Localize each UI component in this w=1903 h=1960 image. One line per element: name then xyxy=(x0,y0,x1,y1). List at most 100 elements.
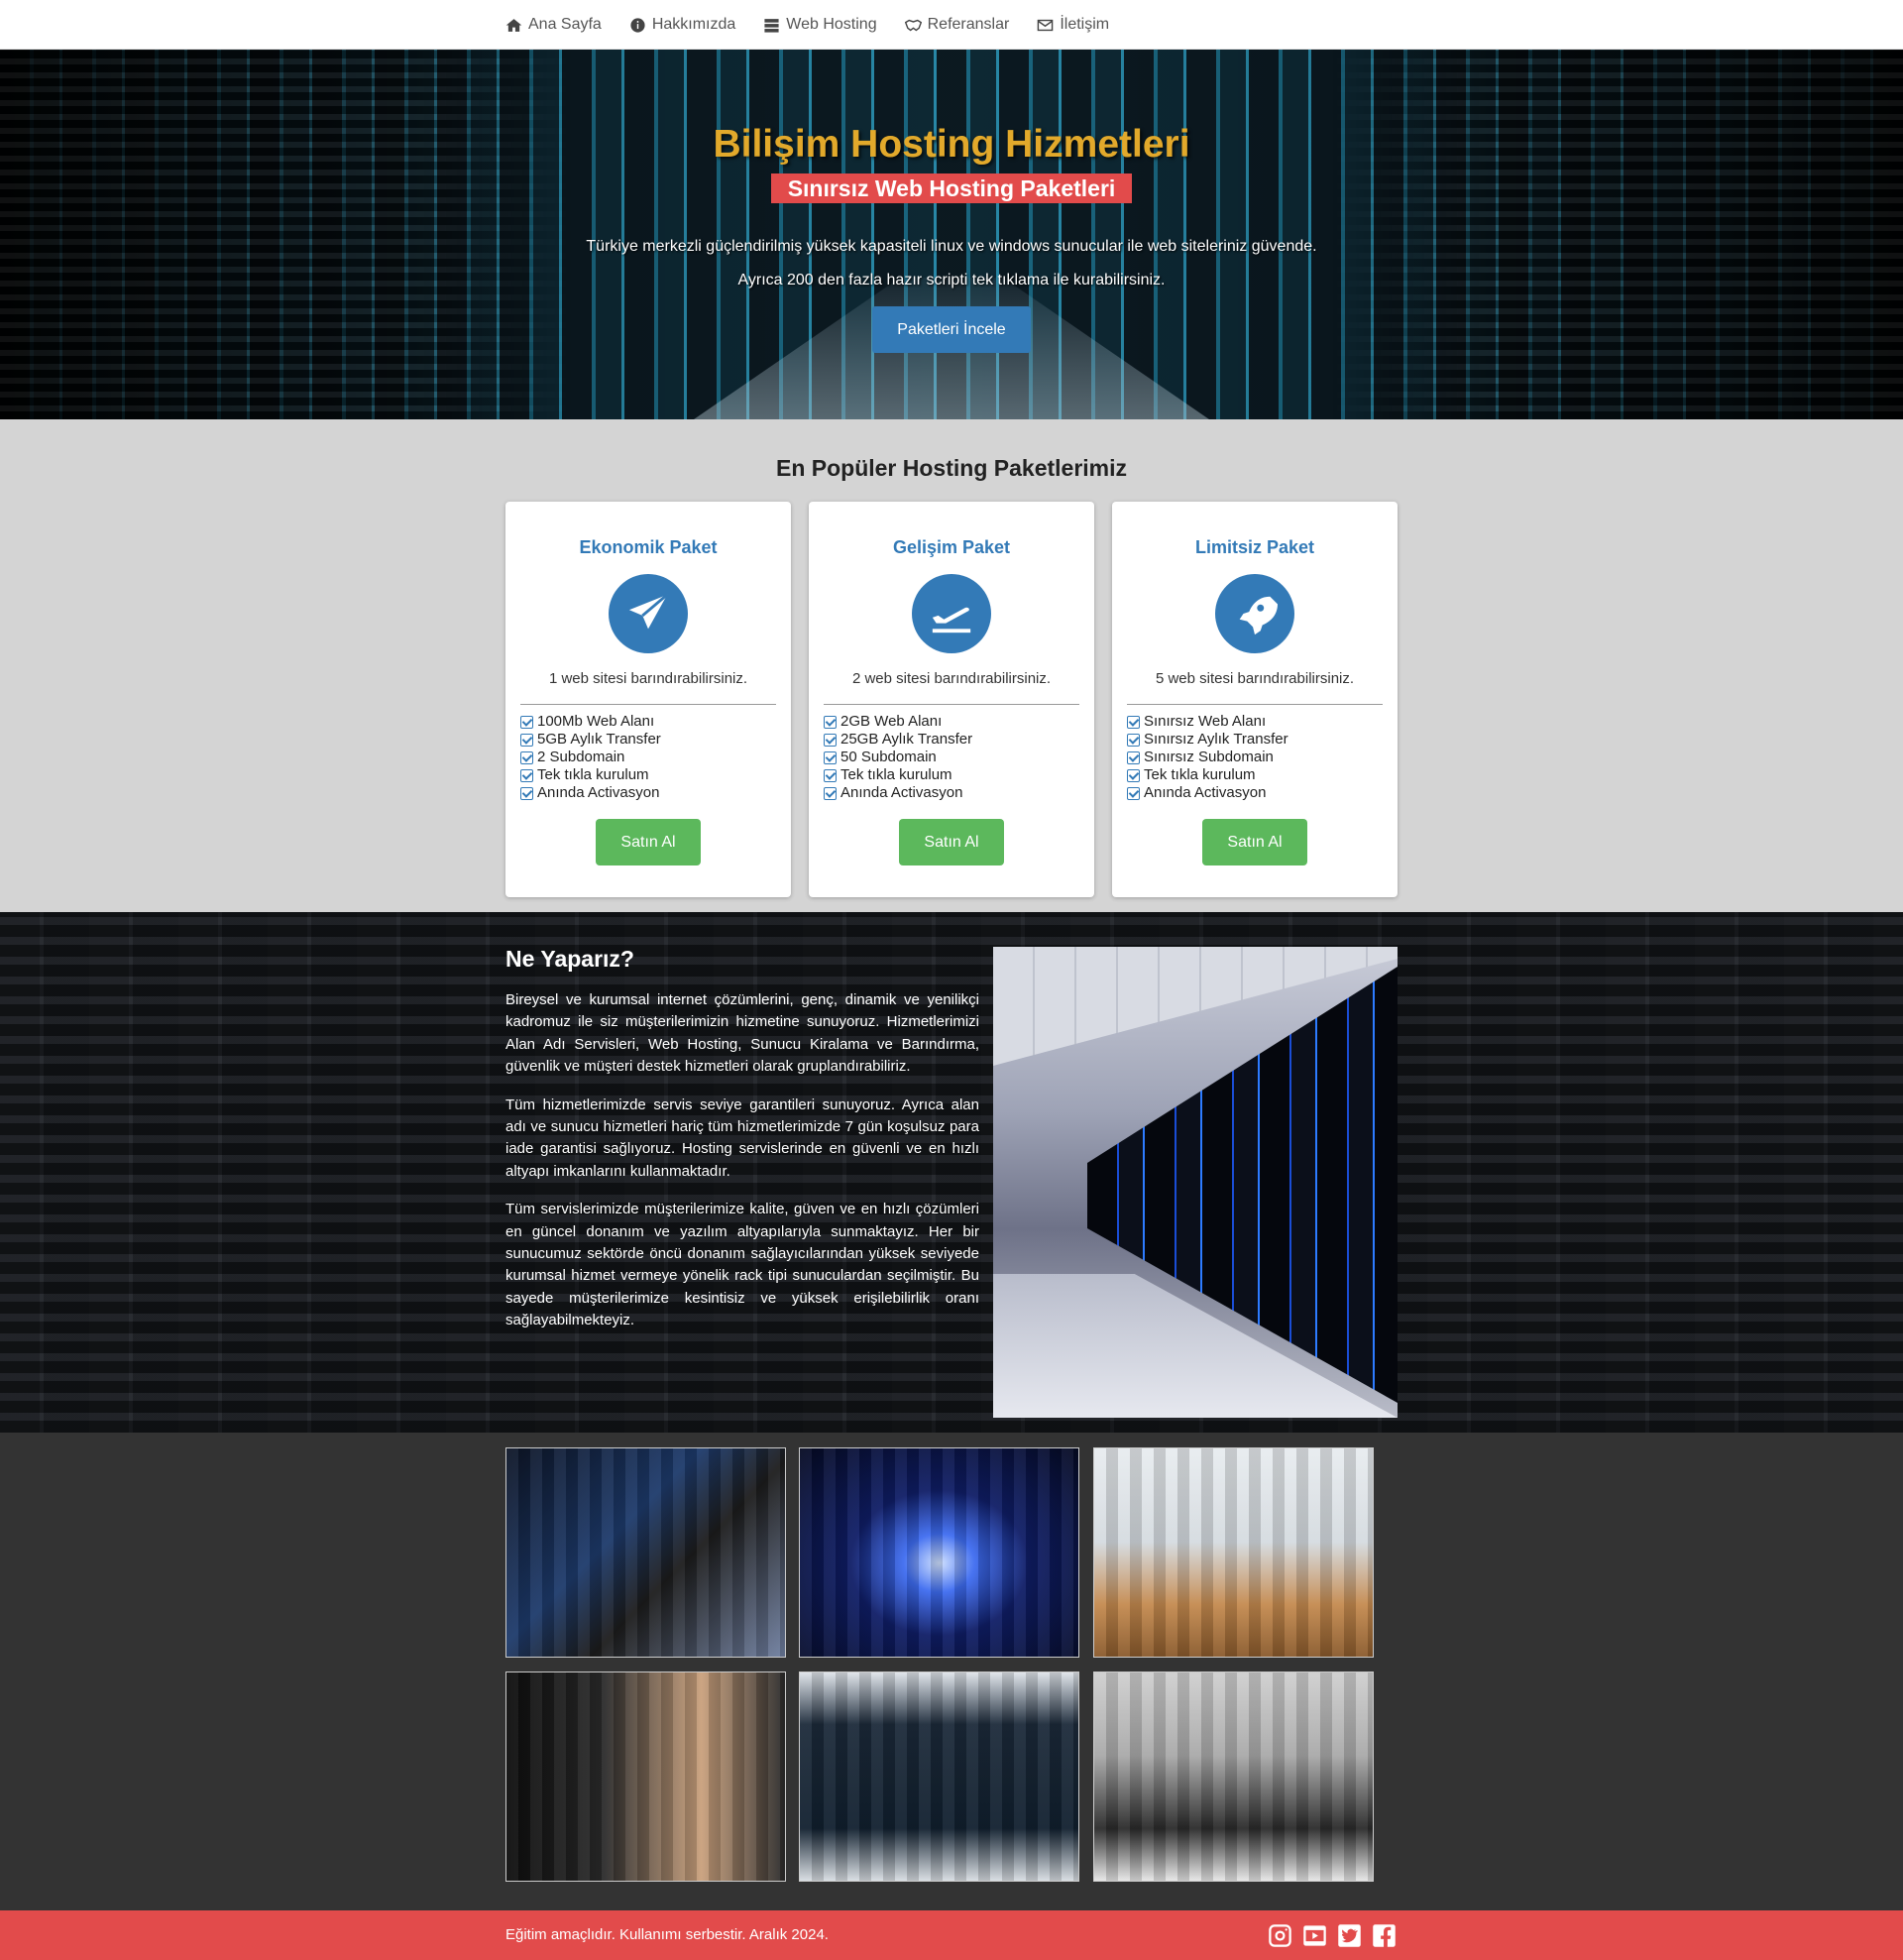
feature-label: 5GB Aylık Transfer xyxy=(537,731,661,748)
section-text: Bireysel ve kurumsal internet çözümlerin… xyxy=(505,989,979,1348)
gallery-image[interactable] xyxy=(799,1447,1079,1658)
nav-item-label: Web Hosting xyxy=(786,16,877,33)
feature-item: 2 Subdomain xyxy=(520,749,661,766)
feature-item: Tek tıkla kurulum xyxy=(1127,766,1288,784)
server-icon xyxy=(764,18,779,33)
hero-description: Türkiye merkezli güçlendirilmiş yüksek k… xyxy=(586,238,1317,255)
package-title: Ekonomik Paket xyxy=(579,537,718,557)
hero-subtitle: Sınırsız Web Hosting Paketleri xyxy=(771,173,1132,203)
nav-item-web-hosting[interactable]: Web Hosting xyxy=(763,16,877,34)
nav-item-label: Hakkımızda xyxy=(651,16,736,33)
nav-item-references[interactable]: Referanslar xyxy=(904,16,1009,34)
nav-item-about[interactable]: Hakkımızda xyxy=(629,16,735,34)
footer-text: Eğitim amaçlıdır. Kullanımı serbestir. A… xyxy=(505,1926,829,1943)
paragraph: Tüm hizmetlerimizde servis seviye garant… xyxy=(505,1095,979,1180)
feature-item: Tek tıkla kurulum xyxy=(824,766,972,784)
feature-label: 25GB Aylık Transfer xyxy=(840,731,973,748)
checkbox-icon xyxy=(520,786,533,800)
image-texture xyxy=(506,1672,785,1881)
social-links xyxy=(1267,1922,1398,1949)
facebook-icon xyxy=(1373,1924,1396,1947)
top-navbar: Ana Sayfa Hakkımızda Web Hosting Referan… xyxy=(0,0,1903,50)
feature-item: Anında Activasyon xyxy=(824,784,972,802)
feature-label: 100Mb Web Alanı xyxy=(537,713,655,730)
gallery-image[interactable] xyxy=(1093,1447,1374,1658)
youtube-icon xyxy=(1303,1925,1326,1946)
datacenter-image xyxy=(993,947,1398,1418)
checkbox-icon xyxy=(824,733,837,747)
twitter-icon xyxy=(1338,1924,1361,1947)
gallery-image[interactable] xyxy=(1093,1672,1374,1882)
view-packages-button[interactable]: Paketleri İncele xyxy=(872,306,1031,353)
feature-item: 2GB Web Alanı xyxy=(824,713,972,731)
feature-item: Sınırsız Aylık Transfer xyxy=(1127,731,1288,749)
hero-title: Bilişim Hosting Hizmetleri xyxy=(713,123,1190,166)
package-description: 1 web sitesi barındırabilirsiniz. xyxy=(548,670,748,687)
gallery-image[interactable] xyxy=(505,1672,786,1882)
nav-item-label: İletişim xyxy=(1060,16,1110,33)
image-texture xyxy=(800,1672,1078,1881)
nav-item-contact[interactable]: İletişim xyxy=(1037,16,1109,34)
envelope-icon xyxy=(1038,19,1054,31)
info-icon xyxy=(630,17,645,33)
feature-label: Anında Activasyon xyxy=(537,784,660,801)
feature-item: 25GB Aylık Transfer xyxy=(824,731,972,749)
instagram-link[interactable] xyxy=(1267,1922,1293,1949)
buy-button[interactable]: Satın Al xyxy=(899,819,1004,865)
feature-item: Sınırsız Web Alanı xyxy=(1127,713,1288,731)
footer: Eğitim amaçlıdır. Kullanımı serbestir. A… xyxy=(0,1910,1903,1960)
hero-banner: Bilişim Hosting Hizmetleri Sınırsız Web … xyxy=(0,50,1903,419)
feature-item: 5GB Aylık Transfer xyxy=(520,731,661,749)
hero-description-2: Ayrıca 200 den fazla hazır scripti tek t… xyxy=(737,272,1166,288)
checkbox-icon xyxy=(520,768,533,782)
youtube-link[interactable] xyxy=(1301,1922,1328,1949)
paper-plane-icon xyxy=(628,593,669,630)
checkbox-icon xyxy=(824,768,837,782)
section-title: Ne Yaparız? xyxy=(505,946,634,972)
paragraph: Bireysel ve kurumsal internet çözümlerin… xyxy=(505,991,979,1076)
checkbox-icon xyxy=(824,786,837,800)
image-texture xyxy=(1094,1448,1373,1657)
checkbox-icon xyxy=(824,750,837,764)
checkbox-icon xyxy=(1127,750,1140,764)
feature-item: Tek tıkla kurulum xyxy=(520,766,661,784)
package-description: 5 web sitesi barındırabilirsiniz. xyxy=(1155,670,1355,687)
twitter-link[interactable] xyxy=(1336,1922,1363,1949)
package-features: Sınırsız Web Alanı Sınırsız Aylık Transf… xyxy=(1127,713,1288,802)
rocket-icon xyxy=(1239,596,1278,635)
plane-departure-icon xyxy=(932,607,971,634)
checkbox-icon xyxy=(1127,768,1140,782)
nav-menu: Ana Sayfa Hakkımızda Web Hosting Referan… xyxy=(505,0,1109,50)
divider xyxy=(520,704,776,705)
gallery-image[interactable] xyxy=(799,1672,1079,1882)
package-description: 2 web sitesi barındırabilirsiniz. xyxy=(851,670,1052,687)
packages-title: En Popüler Hosting Paketlerimiz xyxy=(775,455,1128,481)
nav-item-home[interactable]: Ana Sayfa xyxy=(505,16,602,34)
package-card-unlimited: Limitsiz Paket 5 web sitesi barındırabil… xyxy=(1112,502,1398,897)
buy-button[interactable]: Satın Al xyxy=(596,819,701,865)
checkbox-icon xyxy=(520,733,533,747)
feature-label: 2GB Web Alanı xyxy=(840,713,943,730)
feature-item: Anında Activasyon xyxy=(1127,784,1288,802)
packages-section: En Popüler Hosting Paketlerimiz Ekonomik… xyxy=(0,419,1903,912)
photo-gallery xyxy=(0,1433,1903,1910)
package-icon-circle xyxy=(1215,574,1294,653)
feature-label: Tek tıkla kurulum xyxy=(537,766,649,783)
buy-button[interactable]: Satın Al xyxy=(1202,819,1307,865)
feature-label: Tek tıkla kurulum xyxy=(840,766,952,783)
divider xyxy=(824,704,1079,705)
feature-label: Anında Activasyon xyxy=(840,784,963,801)
facebook-link[interactable] xyxy=(1371,1922,1398,1949)
feature-label: Sınırsız Subdomain xyxy=(1144,749,1274,765)
package-card-growth: Gelişim Paket 2 web sitesi barındırabili… xyxy=(809,502,1094,897)
gallery-image[interactable] xyxy=(505,1447,786,1658)
checkbox-icon xyxy=(520,715,533,729)
feature-label: 2 Subdomain xyxy=(537,749,625,765)
checkbox-icon xyxy=(1127,733,1140,747)
package-title: Limitsiz Paket xyxy=(1194,537,1315,557)
checkbox-icon xyxy=(1127,786,1140,800)
feature-label: 50 Subdomain xyxy=(840,749,937,765)
checkbox-icon xyxy=(520,750,533,764)
package-icon-circle xyxy=(912,574,991,653)
feature-item: 100Mb Web Alanı xyxy=(520,713,661,731)
